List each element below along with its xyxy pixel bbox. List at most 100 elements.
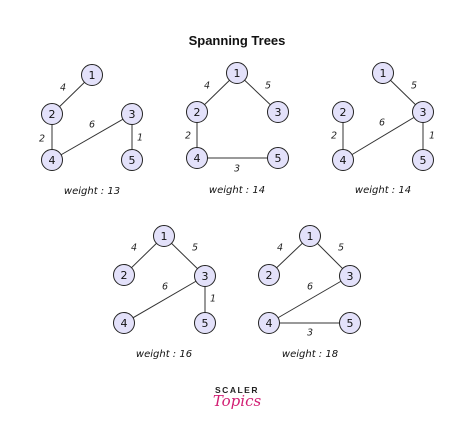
node-circle: [339, 312, 361, 334]
node-label: 2: [340, 106, 347, 119]
node-circle: [113, 312, 135, 334]
node-label: 4: [194, 152, 201, 165]
node-circle: [332, 149, 354, 171]
edge-weight-label: 3: [234, 164, 240, 175]
node-label: 1: [307, 230, 314, 243]
logo-topics-text: Topics: [212, 392, 262, 410]
node-label: 5: [202, 317, 209, 330]
node-circle: [258, 264, 280, 286]
node-5: 5: [412, 149, 434, 171]
edge-weight-label: 3: [307, 328, 313, 339]
edge-weight-label: 5: [338, 243, 344, 254]
edge-weight-label: 6: [307, 282, 313, 293]
node-4: 4: [113, 312, 135, 334]
node-circle: [153, 225, 175, 247]
node-circle: [186, 147, 208, 169]
edge-weight-label: 4: [204, 81, 210, 92]
node-circle: [258, 312, 280, 334]
node-circle: [41, 149, 63, 171]
node-label: 5: [129, 154, 136, 167]
node-2: 2: [113, 264, 135, 286]
node-circle: [81, 64, 103, 86]
edge-weight-label: 6: [89, 120, 95, 131]
node-label: 4: [266, 317, 273, 330]
node-circle: [372, 62, 394, 84]
node-circle: [339, 265, 361, 287]
node-label: 4: [49, 154, 56, 167]
node-circle: [194, 265, 216, 287]
node-label: 2: [49, 108, 56, 121]
node-label: 3: [275, 106, 282, 119]
node-4: 4: [258, 312, 280, 334]
edge-weight-label: 1: [137, 133, 143, 144]
node-4: 4: [332, 149, 354, 171]
edge-weight-label: 2: [185, 131, 191, 142]
tree-weight-caption: weight : 18: [282, 349, 338, 360]
edge-4-3: [342, 111, 424, 161]
node-5: 5: [194, 312, 216, 334]
node-label: 1: [89, 69, 96, 82]
edge-weight-label: 4: [131, 243, 137, 254]
logo-scaler-text: SCALER: [215, 385, 259, 395]
tree-weight-caption: weight : 14: [355, 185, 411, 196]
node-circle: [267, 101, 289, 123]
tree-weight-caption: weight : 14: [209, 185, 265, 196]
edge-4-3: [123, 275, 206, 324]
tree-weight-caption: weight : 16: [136, 349, 192, 360]
node-label: 3: [129, 108, 136, 121]
node-2: 2: [258, 264, 280, 286]
node-label: 1: [234, 67, 241, 80]
node-label: 2: [121, 269, 128, 282]
node-3: 3: [412, 101, 434, 123]
node-3: 3: [121, 103, 143, 125]
node-1: 1: [81, 64, 103, 86]
edge-4-3: [268, 275, 351, 324]
edge-weight-label: 5: [411, 81, 417, 92]
edge-weight-label: 5: [192, 243, 198, 254]
node-circle: [412, 101, 434, 123]
edge-weight-label: 4: [60, 83, 66, 94]
node-label: 5: [347, 317, 354, 330]
node-3: 3: [267, 101, 289, 123]
node-label: 2: [266, 269, 273, 282]
node-label: 5: [275, 152, 282, 165]
node-circle: [121, 149, 143, 171]
node-label: 3: [420, 106, 427, 119]
edge-weight-label: 1: [210, 294, 216, 305]
node-label: 1: [380, 67, 387, 80]
node-1: 1: [372, 62, 394, 84]
edge-weight-label: 2: [331, 131, 337, 142]
node-circle: [226, 62, 248, 84]
node-label: 3: [347, 270, 354, 283]
node-1: 1: [299, 225, 321, 247]
node-5: 5: [267, 147, 289, 169]
node-circle: [121, 103, 143, 125]
node-2: 2: [41, 103, 63, 125]
node-circle: [267, 147, 289, 169]
node-1: 1: [226, 62, 248, 84]
edge-weight-label: 6: [379, 118, 385, 129]
node-circle: [41, 103, 63, 125]
node-4: 4: [186, 147, 208, 169]
node-3: 3: [339, 265, 361, 287]
node-2: 2: [186, 101, 208, 123]
node-label: 4: [340, 154, 347, 167]
node-circle: [299, 225, 321, 247]
edge-weight-label: 6: [162, 282, 168, 293]
node-circle: [113, 264, 135, 286]
edge-4-3: [51, 113, 133, 161]
edge-weight-label: 4: [277, 243, 283, 254]
node-circle: [194, 312, 216, 334]
node-2: 2: [332, 101, 354, 123]
node-5: 5: [339, 312, 361, 334]
node-circle: [412, 149, 434, 171]
node-label: 5: [420, 154, 427, 167]
node-circle: [332, 101, 354, 123]
node-circle: [186, 101, 208, 123]
